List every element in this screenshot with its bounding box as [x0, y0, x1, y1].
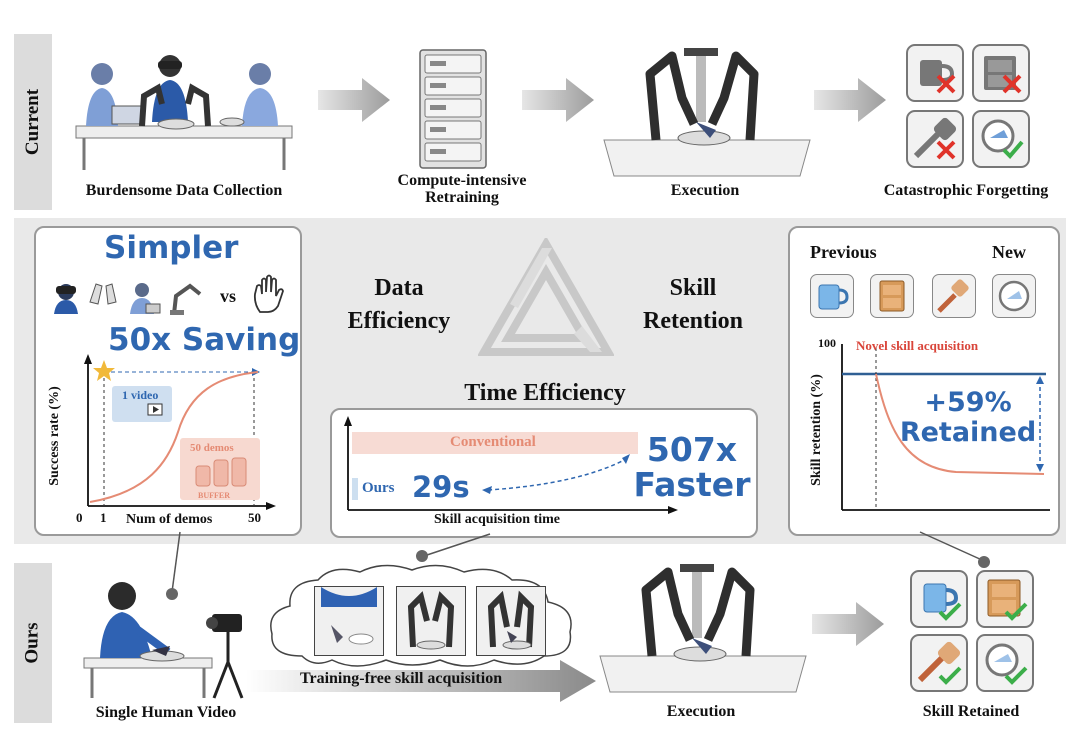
- retained-line1: +59%: [924, 387, 1012, 418]
- retention-chart: [841, 344, 1050, 511]
- time-chart-axes: [344, 416, 678, 514]
- video-frame-1: [314, 586, 384, 656]
- video-frame-3: [476, 586, 546, 656]
- server-rack-icon: [419, 49, 487, 169]
- label-ours: Ours: [362, 480, 395, 496]
- caption-retraining-line1: Compute-intensive: [397, 172, 527, 189]
- human-demo-illustration: [83, 582, 244, 699]
- tile-brush-retained: [910, 634, 968, 692]
- vs-label: vs: [220, 286, 237, 306]
- star-marker: [93, 360, 115, 381]
- annotation-1-video: 1 video: [122, 388, 159, 402]
- drawer-icon: [984, 56, 1022, 94]
- baseline-curve: [875, 373, 1045, 475]
- saving-headline: 50x Saving: [108, 322, 301, 358]
- prev-tile-drawer: [870, 274, 914, 318]
- caption-retraining-line2: Retraining: [425, 189, 499, 206]
- robot-execution-illustration-top: [603, 48, 811, 177]
- hand-icon: [253, 274, 284, 313]
- annotation-50-demos: 50 demos: [190, 442, 234, 454]
- penrose-triangle-logo: [478, 238, 614, 356]
- caption-forgetting: Catastrophic Forgetting: [883, 182, 1049, 199]
- x-tick-0: 0: [76, 510, 83, 525]
- data-efficiency-label: Data Efficiency: [334, 272, 464, 338]
- time-efficiency-label: Time Efficiency: [464, 380, 626, 406]
- novel-skill-annotation: Novel skill acquisition: [856, 338, 979, 353]
- ours-time-value: 29s: [412, 470, 470, 504]
- row-label-current: Current: [14, 34, 52, 210]
- row-label-ours: Ours: [14, 563, 52, 723]
- blue-mug-icon: [818, 284, 849, 310]
- mug-icon: [920, 60, 956, 94]
- retained-value: +59% Retained: [894, 388, 1042, 448]
- retained-line2: Retained: [899, 417, 1037, 448]
- speedup-value: 507x Faster: [632, 432, 752, 502]
- skill-retention-line2: Retention: [643, 308, 743, 334]
- flow-arrow-2: [522, 78, 594, 122]
- flow-arrow-4: [812, 602, 884, 646]
- tile-mug-retained: [910, 570, 968, 628]
- retention-ytick-100: 100: [818, 336, 836, 350]
- x-tick-1: 1: [100, 510, 107, 525]
- time-chart-xlabel: Skill acquisition time: [434, 512, 561, 527]
- bar-ours: [352, 478, 358, 500]
- blue-mug-icon: [923, 583, 962, 621]
- person-laptop-icon: [130, 283, 161, 314]
- tile-drawer-forgotten: [972, 44, 1030, 102]
- skill-retention-line1: Skill: [669, 275, 717, 301]
- robot-execution-illustration-bottom: [599, 564, 807, 693]
- flow-arrow-3: [814, 78, 886, 122]
- data-efficiency-line2: Efficiency: [347, 308, 451, 334]
- prev-tile-brush: [932, 274, 976, 318]
- caption-execution-top: Execution: [670, 182, 740, 199]
- wood-drawer-icon: [879, 280, 905, 312]
- success-curve: [89, 371, 259, 503]
- new-tile-bowl: [992, 274, 1036, 318]
- tile-bowl-retained: [972, 110, 1030, 168]
- wood-brush-icon: [917, 641, 962, 685]
- wood-brush-icon: [937, 279, 969, 313]
- video-frame-2: [396, 586, 466, 656]
- skill-retention-label: Skill Retention: [628, 272, 758, 338]
- training-free-label: Training-free skill acquisition: [300, 670, 503, 687]
- new-label: New: [992, 242, 1026, 262]
- simpler-headline: Simpler: [104, 230, 239, 266]
- label-conventional: Conventional: [450, 434, 536, 450]
- vr-headset-icon: [54, 284, 78, 314]
- previous-label: Previous: [810, 242, 877, 262]
- input-devices-icons: [54, 283, 202, 315]
- caption-execution-bottom: Execution: [666, 703, 736, 720]
- white-bowl-icon: [985, 643, 1028, 685]
- flow-arrow-1: [318, 78, 390, 122]
- num-demos-xlabel: Num of demos: [126, 512, 213, 527]
- caption-single-human-video: Single Human Video: [95, 704, 237, 721]
- x-tick-50: 50: [248, 510, 261, 525]
- annotation-buffer: BUFFER: [198, 491, 230, 500]
- data-efficiency-line1: Data: [374, 275, 424, 301]
- brush-icon: [913, 117, 957, 160]
- speedup-line1: 507x: [646, 430, 738, 469]
- robot-arm-icon: [170, 283, 202, 315]
- tile-mug-forgotten: [906, 44, 964, 102]
- training-free-arrow: [246, 660, 596, 702]
- white-bowl-icon: [998, 280, 1030, 312]
- prev-tile-mug: [810, 274, 854, 318]
- tile-brush-forgotten: [906, 110, 964, 168]
- caption-skill-retained: Skill Retained: [922, 703, 1020, 720]
- tile-drawer-retained: [976, 570, 1034, 628]
- bar-conventional: [352, 432, 638, 454]
- speedup-line2: Faster: [633, 465, 751, 504]
- controllers-icon: [89, 283, 117, 305]
- tile-bowl-retained-bottom: [976, 634, 1034, 692]
- bowl-icon: [981, 119, 1024, 159]
- data-collection-illustration: [75, 55, 293, 170]
- caption-data-collection: Burdensome Data Collection: [85, 182, 283, 199]
- time-efficiency-panel: [330, 408, 758, 538]
- caption-retraining: Compute-intensive Retraining: [372, 172, 552, 206]
- success-rate-chart: [84, 354, 276, 510]
- wood-drawer-icon: [987, 579, 1028, 621]
- camera-icon: [212, 614, 242, 632]
